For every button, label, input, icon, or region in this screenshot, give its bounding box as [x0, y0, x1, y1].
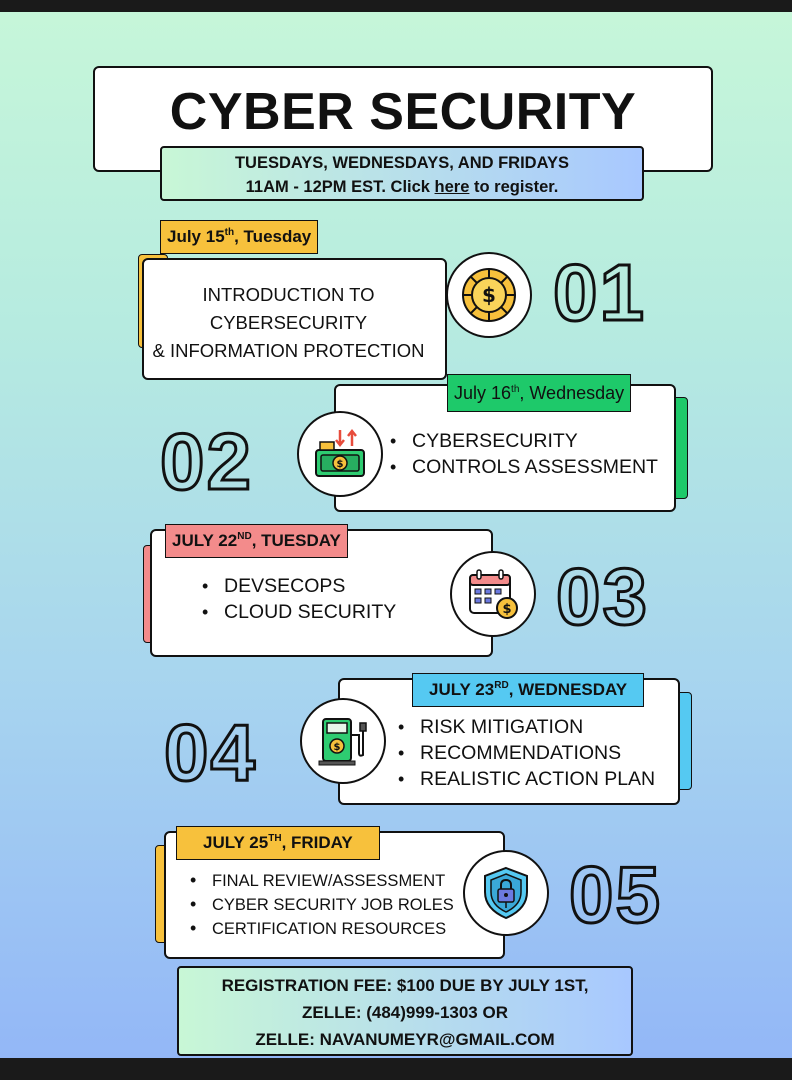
session-5-date: JULY 25TH, FRIDAY — [176, 826, 380, 860]
session-5-date-sup: TH — [268, 833, 282, 844]
session-1-date: July 15th, Tuesday — [160, 220, 319, 254]
list-item: CYBERSECURITY — [390, 428, 658, 454]
session-1-card: INTRODUCTION TO CYBERSECURITY & INFORMAT… — [142, 258, 447, 380]
charging-station-icon: $ — [318, 718, 367, 766]
session-2-date-sup: th — [511, 384, 520, 395]
session-5-number: 05 — [568, 850, 662, 939]
page-title: CYBER SECURITY — [169, 83, 637, 141]
list-item: CLOUD SECURITY — [202, 599, 396, 625]
money-transfer-icon-badge: $ — [297, 411, 383, 497]
session-2-date-main: July 16 — [454, 383, 512, 403]
list-item: CYBER SECURITY JOB ROLES — [190, 893, 454, 917]
list-item: RECOMMENDATIONS — [398, 740, 655, 766]
session-1-description: INTRODUCTION TO CYBERSECURITY & INFORMAT… — [136, 281, 441, 365]
session-5-date-rest: , FRIDAY — [281, 833, 353, 852]
list-item: FINAL REVIEW/ASSESSMENT — [190, 869, 454, 893]
session-2-date: July 16th, Wednesday — [447, 374, 632, 412]
session-4-list: RISK MITIGATION RECOMMENDATIONS REALISTI… — [398, 714, 655, 792]
shield-lock-icon — [484, 866, 528, 920]
session-2-list: CYBERSECURITY CONTROLS ASSESSMENT — [390, 428, 658, 480]
session-5-date-main: JULY 25 — [203, 833, 269, 852]
shield-lock-icon-badge — [463, 850, 549, 936]
schedule-time-suffix: to register. — [469, 178, 559, 196]
session-1-date-main: July 15 — [167, 227, 225, 246]
session-3-list: DEVSECOPS CLOUD SECURITY — [202, 573, 396, 625]
session-3-date: JULY 22ND, TUESDAY — [165, 524, 348, 558]
registration-zelle-email: ZELLE: NAVANUMEYR@GMAIL.COM — [255, 1030, 555, 1049]
bottom-bar — [0, 1058, 792, 1080]
session-3-date-rest: , TUESDAY — [251, 531, 341, 550]
session-3-date-main: JULY 22 — [172, 531, 238, 550]
session-3-number: 03 — [555, 552, 649, 641]
svg-text:$: $ — [334, 742, 341, 753]
flyer-page: CYBER SECURITY TUESDAYS, WEDNESDAYS, AND… — [0, 12, 792, 1058]
list-item: CONTROLS ASSESSMENT — [390, 454, 658, 480]
session-4-date-sup: RD — [494, 680, 509, 691]
session-4-number: 04 — [163, 708, 257, 797]
svg-text:$: $ — [337, 459, 344, 470]
registration-zelle-phone: ZELLE: (484)999-1303 OR — [302, 1003, 508, 1022]
schedule-banner: TUESDAYS, WEDNESDAYS, AND FRIDAYS 11AM -… — [160, 146, 644, 201]
session-2-number: 02 — [159, 417, 253, 506]
session-2-date-rest: , Wednesday — [519, 383, 625, 403]
schedule-time-text: 11AM - 12PM EST. Click — [245, 178, 435, 196]
schedule-time: 11AM - 12PM EST. Click here to register. — [162, 175, 642, 199]
money-transfer-icon: $ — [315, 428, 365, 477]
session-1-date-rest: , Tuesday — [234, 227, 312, 246]
list-item: RISK MITIGATION — [398, 714, 655, 740]
svg-text:$: $ — [482, 283, 496, 307]
register-link[interactable]: here — [434, 178, 470, 196]
registration-fee: REGISTRATION FEE: $100 DUE BY JULY 1ST, — [221, 976, 589, 995]
svg-text:$: $ — [502, 602, 511, 617]
session-4-date-rest: , WEDNESDAY — [508, 680, 628, 699]
coin-icon: $ — [462, 268, 516, 322]
session-5-list: FINAL REVIEW/ASSESSMENT CYBER SECURITY J… — [190, 869, 454, 941]
session-1-line: & INFORMATION PROTECTION — [152, 340, 425, 361]
calendar-dollar-icon: $ — [469, 569, 518, 619]
list-item: CERTIFICATION RESOURCES — [190, 917, 454, 941]
session-1-line: CYBERSECURITY — [209, 312, 368, 333]
session-1-date-sup: th — [224, 227, 235, 238]
calendar-dollar-icon-badge: $ — [450, 551, 536, 637]
coin-icon-badge: $ — [446, 252, 532, 338]
session-1-line: INTRODUCTION TO — [202, 284, 375, 305]
charging-station-icon-badge: $ — [300, 698, 386, 784]
session-4-date: JULY 23RD, WEDNESDAY — [412, 673, 645, 707]
schedule-days: TUESDAYS, WEDNESDAYS, AND FRIDAYS — [234, 154, 570, 172]
list-item: REALISTIC ACTION PLAN — [398, 766, 655, 792]
session-1-number: 01 — [552, 248, 646, 337]
session-3-date-sup: ND — [237, 531, 252, 542]
registration-box: REGISTRATION FEE: $100 DUE BY JULY 1ST, … — [177, 966, 633, 1056]
session-4-date-main: JULY 23 — [429, 680, 495, 699]
list-item: DEVSECOPS — [202, 573, 396, 599]
